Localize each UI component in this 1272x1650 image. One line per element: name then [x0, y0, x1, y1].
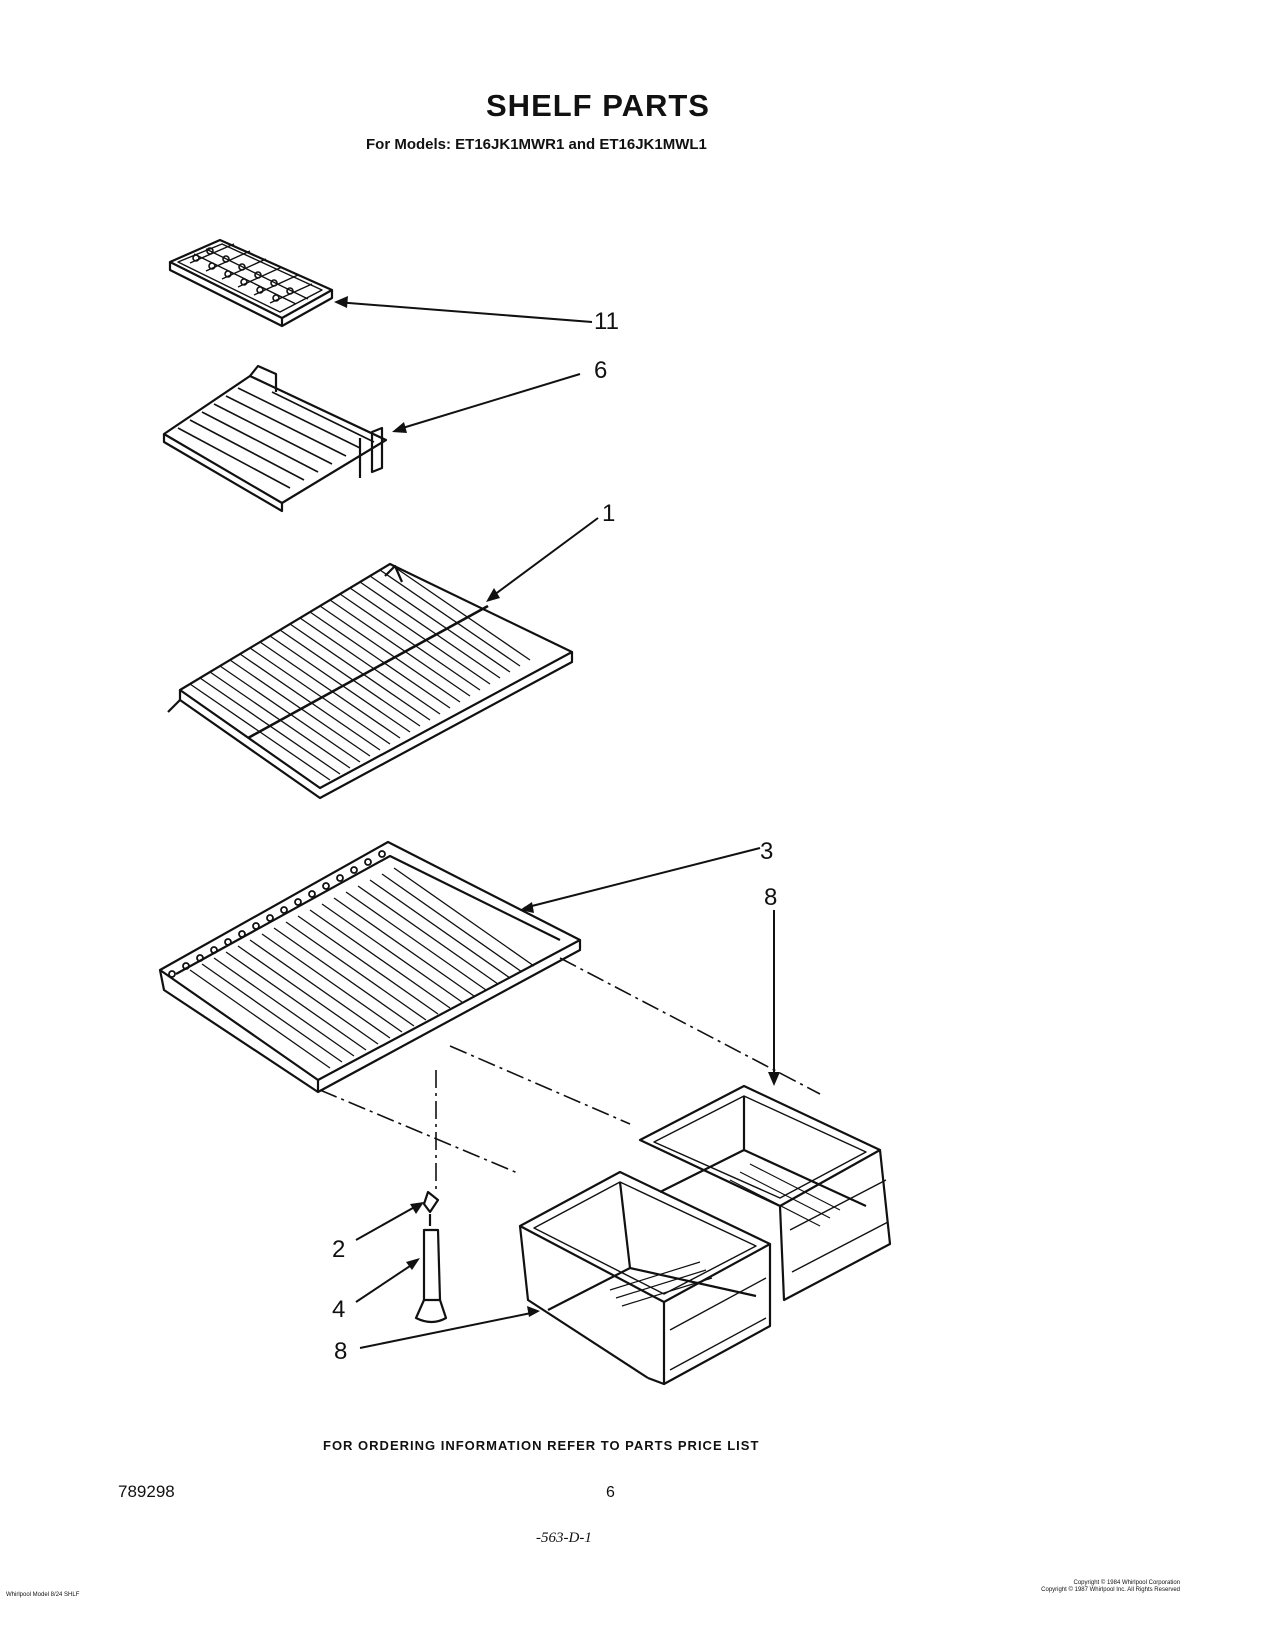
arrowheads [334, 296, 780, 1317]
small-print-left: Whirlpool Model 8/24 SHLF [6, 1592, 80, 1598]
callout-1: 1 [602, 500, 616, 527]
model-subtitle: For Models: ET16JK1MWR1 and ET16JK1MWL1 [366, 136, 707, 153]
ice-tray-part [168, 238, 334, 328]
crisper-cover-part [158, 840, 582, 1094]
page-title: SHELF PARTS [486, 88, 710, 123]
wire-shelf-part [167, 562, 574, 800]
support-rod-part [414, 1190, 448, 1324]
copyright-block: Copyright © 1984 Whirlpool Corporation C… [990, 1580, 1180, 1594]
callout-11: 11 [594, 308, 619, 335]
callout-6: 6 [594, 357, 608, 384]
alignment-lines [319, 957, 821, 1190]
document-number: 789298 [118, 1482, 175, 1501]
page-number: 6 [606, 1484, 615, 1501]
leader-lines [335, 301, 775, 1349]
callout-4: 4 [332, 1296, 346, 1323]
callout-2: 2 [332, 1236, 346, 1263]
crisper-drawers-part [518, 1084, 892, 1386]
copyright-line-1: Copyright © 1984 Whirlpool Corporation [1073, 1580, 1180, 1586]
callout-8-bottom: 8 [334, 1338, 348, 1365]
wire-rack-part [162, 364, 388, 513]
handwritten-mark: -563-D-1 [536, 1530, 592, 1546]
callout-3: 3 [760, 838, 774, 865]
callout-8-top: 8 [764, 884, 778, 911]
copyright-line-2: Copyright © 1987 Whirlpool Inc. All Righ… [1041, 1587, 1180, 1593]
ordering-note: FOR ORDERING INFORMATION REFER TO PARTS … [323, 1438, 760, 1453]
